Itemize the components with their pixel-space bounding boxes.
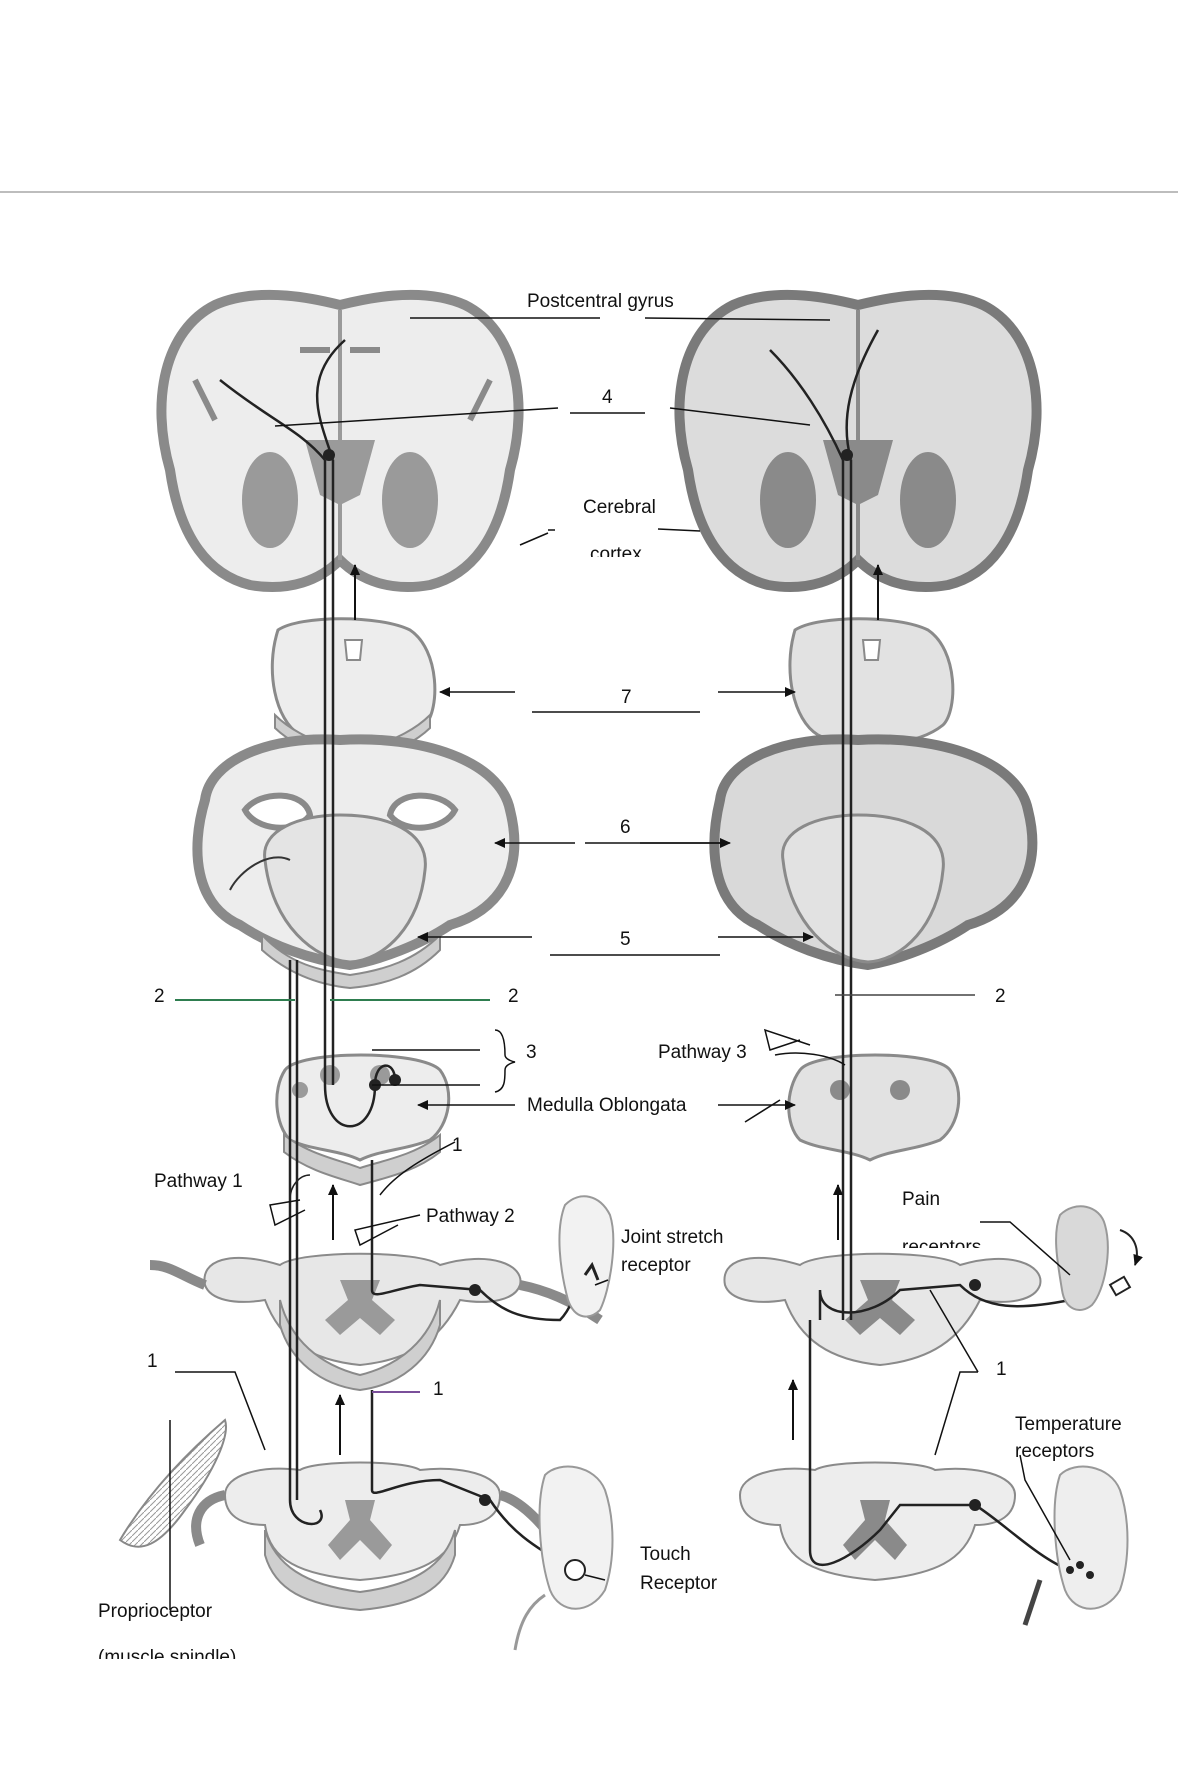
label-joint-stretch-2: receptor (621, 1256, 691, 1275)
left-spinal-cord-lower (196, 1463, 560, 1611)
label-medulla-oblongata: Medulla Oblongata (527, 1096, 687, 1115)
label-proprioceptor-2: (muscle spindle) (98, 1648, 236, 1659)
right-midbrain (790, 619, 953, 752)
right-spinal-cord-lower (740, 1463, 1015, 1581)
label-proprioceptor-1: Proprioceptor (98, 1602, 212, 1621)
temperature-receptors-foot (1025, 1467, 1128, 1625)
right-cerebellum-pons (714, 739, 1032, 965)
brace-3 (495, 1030, 515, 1092)
left-brain-section (161, 295, 518, 587)
label-num-5: 5 (620, 930, 631, 949)
label-touch-1: Touch (640, 1545, 691, 1564)
label-num-1-upper-mid: 1 (452, 1136, 463, 1155)
label-joint-stretch-1: Joint stretch (621, 1228, 723, 1247)
proprioceptor-muscle-spindle (120, 1420, 226, 1547)
right-brain-section (679, 295, 1036, 587)
label-temperature-2: receptors (1015, 1442, 1094, 1461)
label-touch-2: Receptor (640, 1574, 717, 1593)
label-pathway-3: Pathway 3 (658, 1043, 747, 1062)
label-num-1-right: 1 (996, 1360, 1007, 1379)
right-medulla (789, 1055, 959, 1160)
label-num-1-left: 1 (147, 1352, 158, 1371)
right-spinal-cord-upper (724, 1254, 1040, 1365)
left-spinal-cord-upper (150, 1254, 600, 1390)
joint-stretch-receptor-hand (559, 1196, 613, 1316)
label-num-2-left-outer: 2 (154, 987, 165, 1006)
label-pain-2: receptors (902, 1238, 981, 1248)
label-num-7: 7 (621, 688, 632, 707)
label-num-2-left-inner: 2 (508, 987, 519, 1006)
label-num-2-right: 2 (995, 987, 1006, 1006)
label-pathway-1: Pathway 1 (154, 1172, 243, 1191)
label-num-4: 4 (602, 388, 613, 407)
label-postcentral-gyrus: Postcentral gyrus (527, 292, 674, 311)
label-num-1-mid-lower: 1 (433, 1380, 444, 1399)
label-cerebral-cortex-2: cortex (590, 545, 642, 557)
touch-receptor-foot (515, 1467, 613, 1650)
label-pain-1: Pain (902, 1190, 940, 1209)
pain-receptors-hand (1056, 1206, 1137, 1310)
label-temperature-1: Temperature (1015, 1415, 1122, 1434)
left-cerebellum-pons (197, 739, 514, 988)
label-num-6: 6 (620, 818, 631, 837)
label-cerebral-cortex-1: Cerebral (583, 498, 656, 517)
label-pathway-2: Pathway 2 (426, 1207, 515, 1226)
label-num-3: 3 (526, 1043, 537, 1062)
